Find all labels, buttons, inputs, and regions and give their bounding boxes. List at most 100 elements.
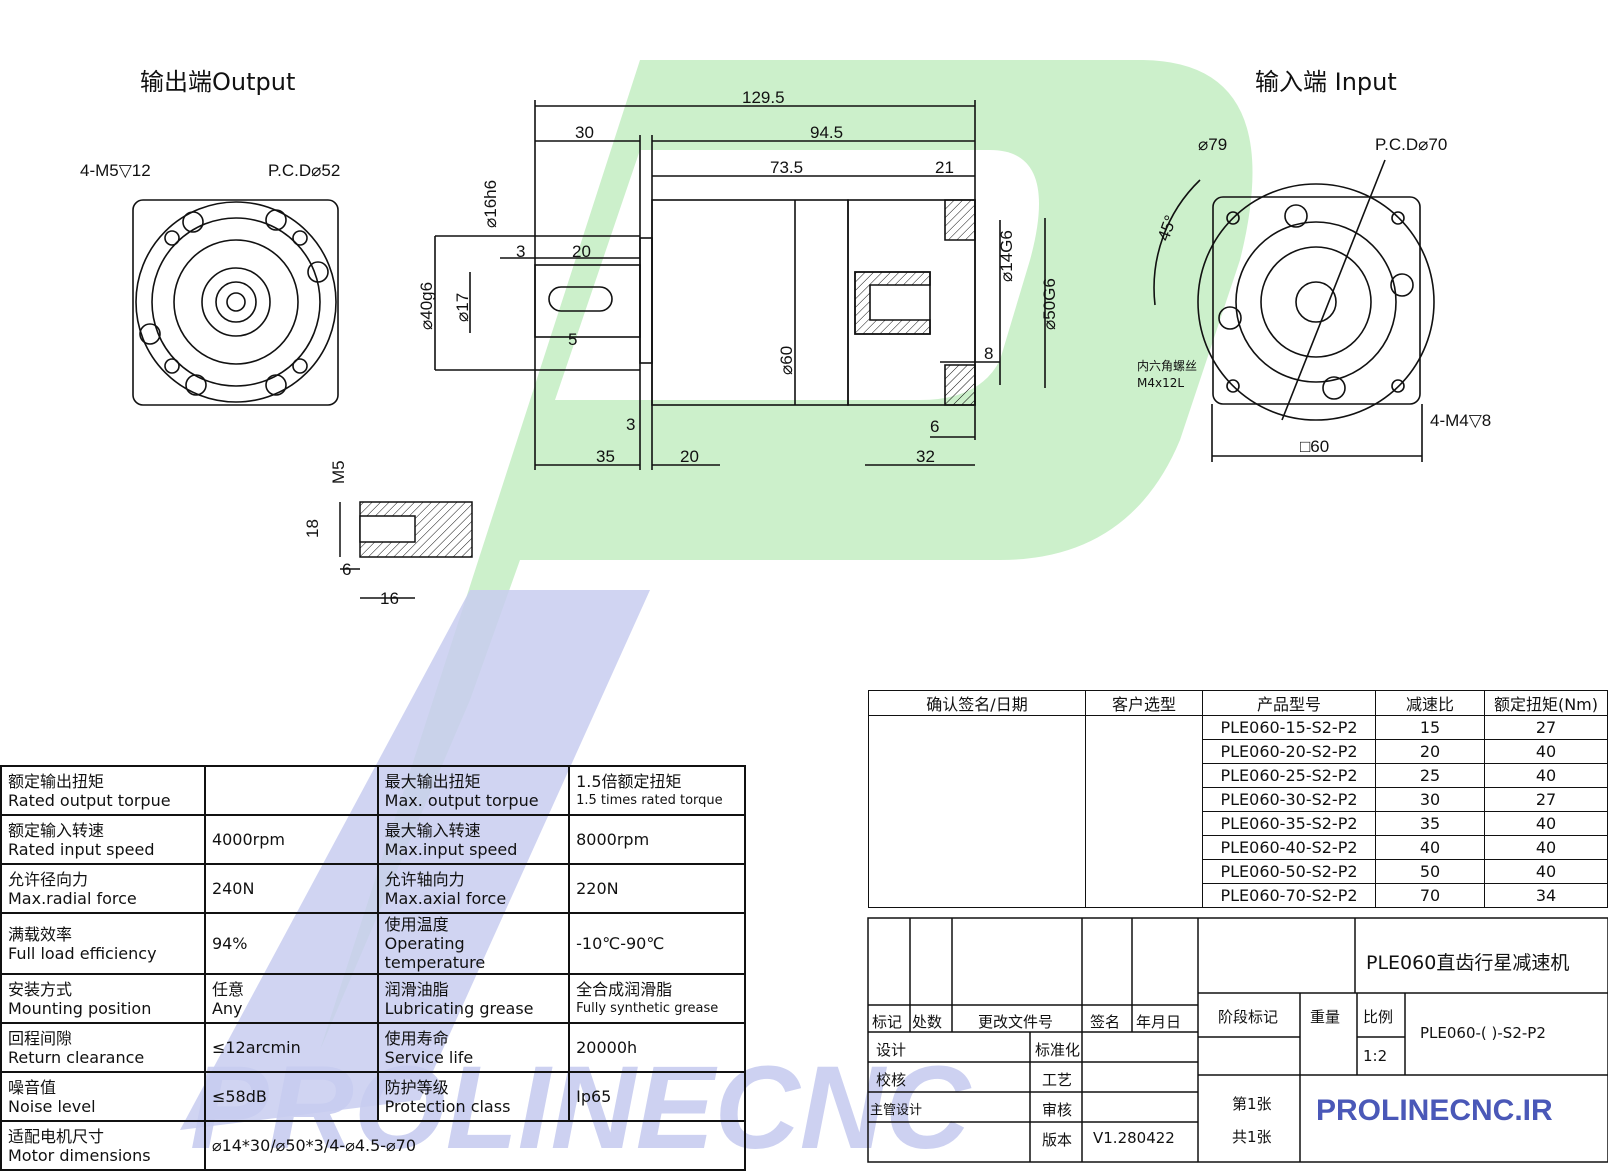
input-bolt-note: 4-M4▽8	[1430, 411, 1491, 430]
spec-cell-secondary: Service life	[384, 1047, 474, 1067]
spec-cell-secondary: Rated input speed	[8, 839, 155, 859]
input-diameter: ⌀79	[1198, 135, 1227, 154]
header-customer: 客户选型	[1085, 690, 1203, 716]
model-torque: 40	[1484, 835, 1608, 860]
spec-cell-primary: 8000rpm	[576, 830, 650, 849]
input-title: 输入端 Input	[1255, 68, 1397, 96]
row-process: 工艺	[1042, 1071, 1073, 1089]
spec-cell-secondary: Rated output torpue	[8, 790, 171, 810]
spec-cell-primary: 回程间隙	[8, 1028, 73, 1048]
spec-cell-primary: 额定输入转速	[8, 820, 105, 840]
spec-cell: 220N	[568, 863, 746, 914]
motor-label-text: 适配电机尺寸	[8, 1126, 105, 1146]
row-design: 设计	[876, 1041, 907, 1059]
spec-cell-primary: 安装方式	[8, 979, 73, 999]
thread-6: 6	[342, 560, 351, 579]
spec-cell-primary: -10℃-90℃	[576, 934, 665, 953]
dim-total-length: 129.5	[742, 88, 785, 107]
model-ratio: 40	[1375, 835, 1485, 860]
dim-3-top: 3	[516, 242, 525, 261]
dim-3-bottom: 3	[626, 415, 635, 434]
model-ratio: 25	[1375, 763, 1485, 788]
spec-cell-primary: 4000rpm	[211, 830, 285, 849]
header-torque: 额定扭矩(Nm)	[1484, 690, 1608, 716]
spec-cell-secondary: Noise level	[8, 1096, 96, 1116]
header-ratio: 减速比	[1375, 690, 1485, 716]
spec-cell: 240N	[203, 863, 379, 914]
spec-cell-secondary: Protection class	[384, 1096, 511, 1116]
dim-input-bore: ⌀14G6	[997, 230, 1016, 282]
label-mark: 标记	[872, 1013, 903, 1031]
output-pcd: P.C.D⌀52	[268, 161, 340, 180]
spec-cell-secondary: Max.axial force	[384, 888, 507, 908]
version-value: V1.280422	[1093, 1129, 1175, 1147]
spec-cell: 94%	[203, 912, 379, 975]
label-change-doc: 更改文件号	[978, 1013, 1054, 1031]
output-title: 输出端Output	[140, 68, 295, 96]
header-model: 产品型号	[1202, 690, 1376, 716]
model-number: PLE060-25-S2-P2	[1202, 763, 1376, 788]
spec-cell-primary: 润滑油脂	[384, 979, 449, 999]
row-version: 版本	[1042, 1131, 1073, 1149]
spec-cell: 8000rpm	[568, 814, 746, 865]
label-sign: 签名	[1090, 1013, 1121, 1031]
spec-cell-primary: 允许径向力	[8, 869, 89, 889]
model-number: PLE060-70-S2-P2	[1202, 883, 1376, 908]
model-ratio: 20	[1375, 739, 1485, 764]
spec-cell-secondary: Mounting position	[8, 998, 152, 1018]
model-number: PLE060-15-S2-P2	[1202, 715, 1376, 740]
model-number: PLE060-50-S2-P2	[1202, 859, 1376, 884]
model-number: PLE060-35-S2-P2	[1202, 811, 1376, 836]
spec-cell-secondary: Fully synthetic grease	[576, 1000, 719, 1016]
spec-cell-primary: 1.5倍额定扭矩	[576, 771, 682, 791]
row-review: 审核	[1042, 1101, 1073, 1119]
dim-input-pilot: ⌀50G6	[1040, 278, 1059, 330]
spec-cell-secondary: 1.5 times rated torque	[576, 792, 723, 808]
spec-cell-secondary: Max. output torpue	[384, 790, 539, 810]
spec-cell	[203, 765, 379, 816]
dim-6: 6	[930, 417, 939, 436]
spec-cell-primary: 全合成润滑脂	[576, 979, 673, 999]
spec-cell-primary: ≤58dB	[211, 1087, 267, 1106]
side-dimensions: 129.5 30 94.5 73.5 21 3 20 5 35 20 3 6 8…	[417, 88, 1059, 466]
thread-18: 18	[303, 519, 322, 538]
input-screw: M4x12L	[1137, 376, 1184, 390]
model-torque: 40	[1484, 739, 1608, 764]
dim-shaft-diameter: ⌀16h6	[481, 180, 500, 228]
input-screw-cn: 内六角螺丝	[1137, 359, 1197, 373]
dim-key-5: 5	[568, 330, 577, 349]
dim-body-94: 94.5	[810, 123, 843, 142]
output-flange-view	[132, 199, 339, 406]
model-ratio: 70	[1375, 883, 1485, 908]
thread-detail: M5 18 6 16	[303, 460, 473, 608]
spec-cell-primary: Ip65	[576, 1087, 612, 1106]
spec-cell-secondary: Return clearance	[8, 1047, 145, 1067]
spec-cell-primary: 额定输出扭矩	[8, 771, 105, 791]
spec-cell: 4000rpm	[203, 814, 379, 865]
signature-cell	[868, 715, 1086, 908]
spec-cell-secondary: Full load efficiency	[8, 943, 157, 963]
spec-cell-primary: 20000h	[576, 1038, 638, 1057]
label-scale: 比例	[1363, 1008, 1394, 1026]
model-torque: 40	[1484, 763, 1608, 788]
header-signature: 确认签名/日期	[868, 690, 1086, 716]
model-torque: 40	[1484, 811, 1608, 836]
